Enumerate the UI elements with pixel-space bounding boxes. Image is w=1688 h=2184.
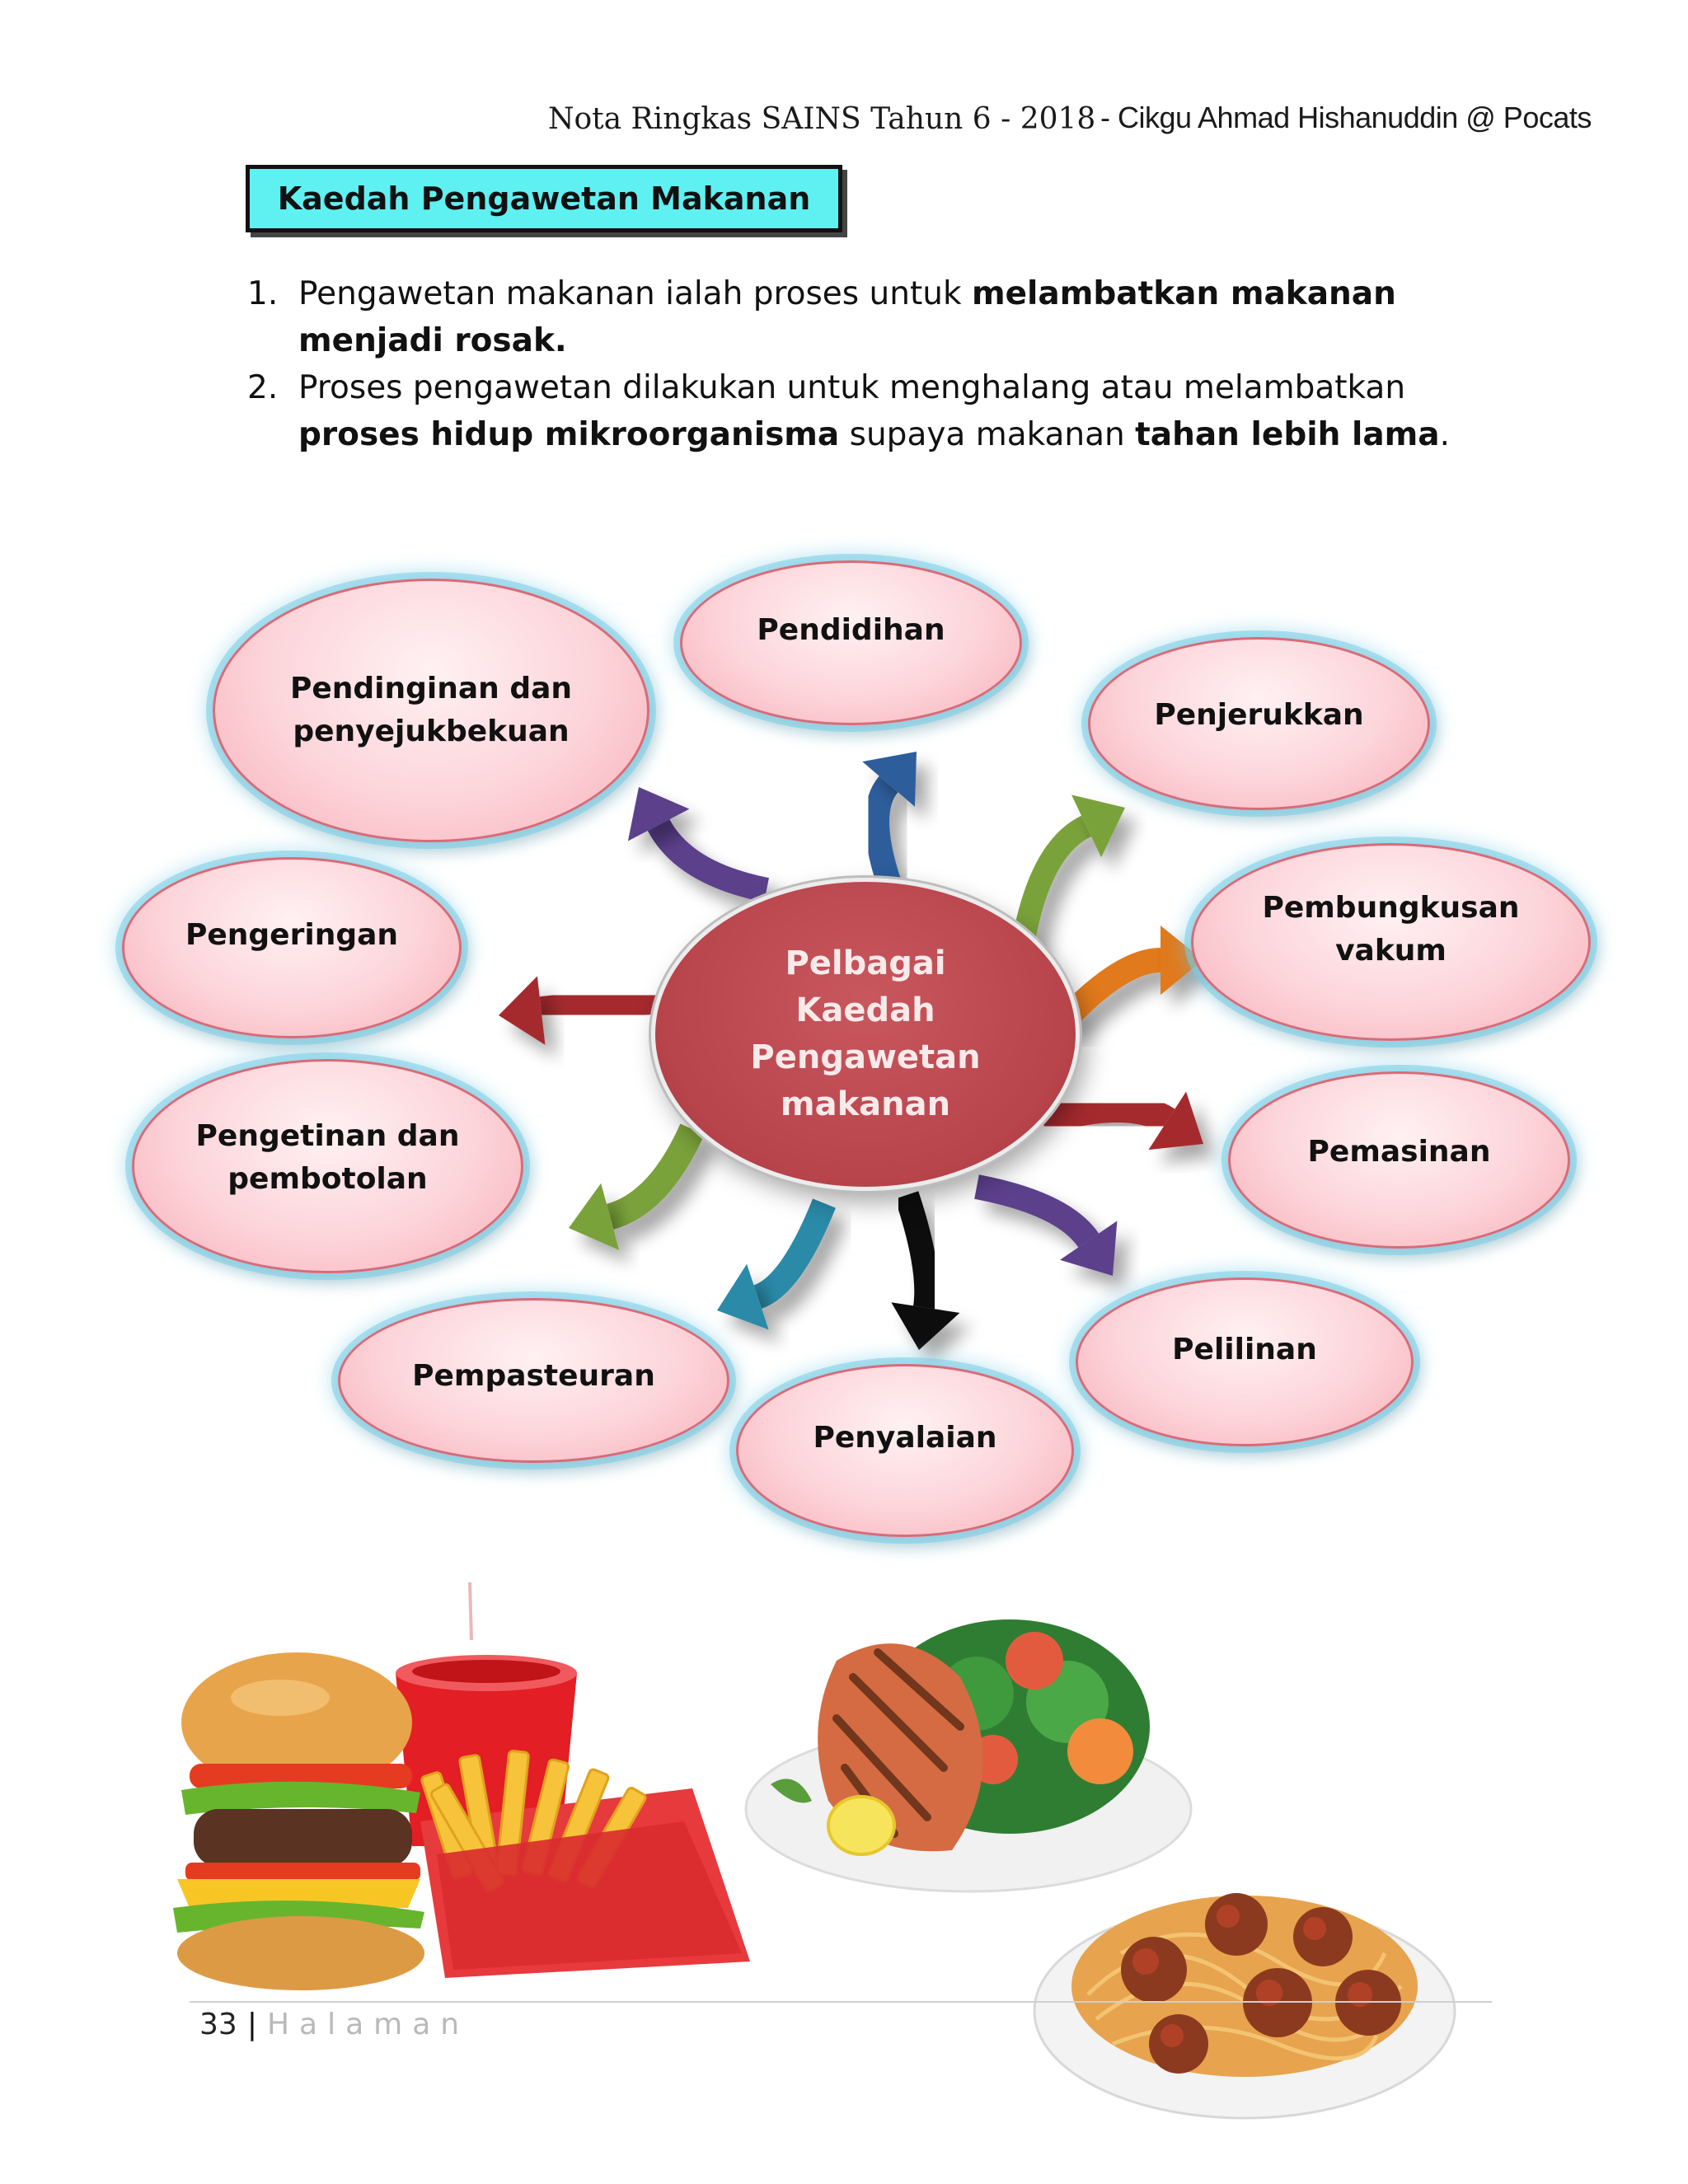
arrow-shaft-drying (539, 986, 661, 1024)
arrow-head-vacuum (1160, 926, 1203, 995)
arrow-shaft-pickling (1010, 815, 1092, 952)
list-item: 1. Pengawetan makanan ialah proses untuk… (247, 275, 1396, 359)
document-author: - Cikgu Ahmad Hishanuddin @ Pocats (1100, 101, 1592, 134)
method-salting: Pemasinan (1228, 1071, 1570, 1249)
page-number: 33 (199, 2008, 237, 2041)
method-smoking: Penyalaian (736, 1364, 1074, 1537)
arrow-head-pasteurisation (717, 1263, 769, 1330)
method-drying: Pengeringan (122, 857, 462, 1038)
page-header: Nota Ringkas SAINS Tahun 6 - 2018 - Cikg… (0, 97, 1688, 147)
arrow-head-pickling (1071, 794, 1125, 858)
list-item: 2. Proses pengawetan dilakukan untuk men… (247, 369, 1451, 453)
arrow-head-drying (499, 976, 546, 1045)
arrow-head-smoking (891, 1302, 960, 1350)
points-list: 1. Pengawetan makanan ialah proses untuk… (247, 270, 1467, 458)
method-pickling: Penjerukkan (1088, 637, 1430, 810)
section-title: Kaedah Pengawetan Makanan (246, 165, 842, 232)
grilled-salmon-salad-image (744, 1619, 1193, 1893)
arrow-head-waxing (1060, 1221, 1118, 1276)
arrow-shaft-smoking (894, 1191, 940, 1310)
footer-divider (190, 2001, 1492, 2003)
arrow-head-boiling (862, 752, 917, 807)
method-boiling: Pendidihan (680, 560, 1022, 725)
arrow-shaft-salting (1039, 1094, 1175, 1135)
page-word: Halaman (266, 2008, 470, 2041)
arrow-head-refrigeration (627, 787, 690, 841)
mindmap-center: Pelbagai Kaedah Pengawetan makanan (651, 878, 1080, 1191)
method-pasteurisation: Pempasteuran (338, 1298, 729, 1463)
arrow-shaft-waxing (974, 1174, 1100, 1249)
arrow-shaft-refrigeration (647, 818, 770, 902)
burger-fries-drink-image (173, 1582, 750, 1990)
method-waxing: Pelilinan (1076, 1277, 1414, 1446)
page-footer: 33|Halaman (199, 2008, 470, 2041)
arrow-head-salting (1148, 1091, 1203, 1151)
arrows-layer (499, 752, 1203, 1350)
arrow-shaft-pasteurisation (753, 1198, 836, 1309)
spaghetti-meatballs-image (1033, 1893, 1456, 2120)
document-title: Nota Ringkas SAINS Tahun 6 - 2018 (548, 102, 1096, 136)
arrow-head-canning (569, 1183, 620, 1250)
arrow-shaft-canning (606, 1123, 705, 1230)
